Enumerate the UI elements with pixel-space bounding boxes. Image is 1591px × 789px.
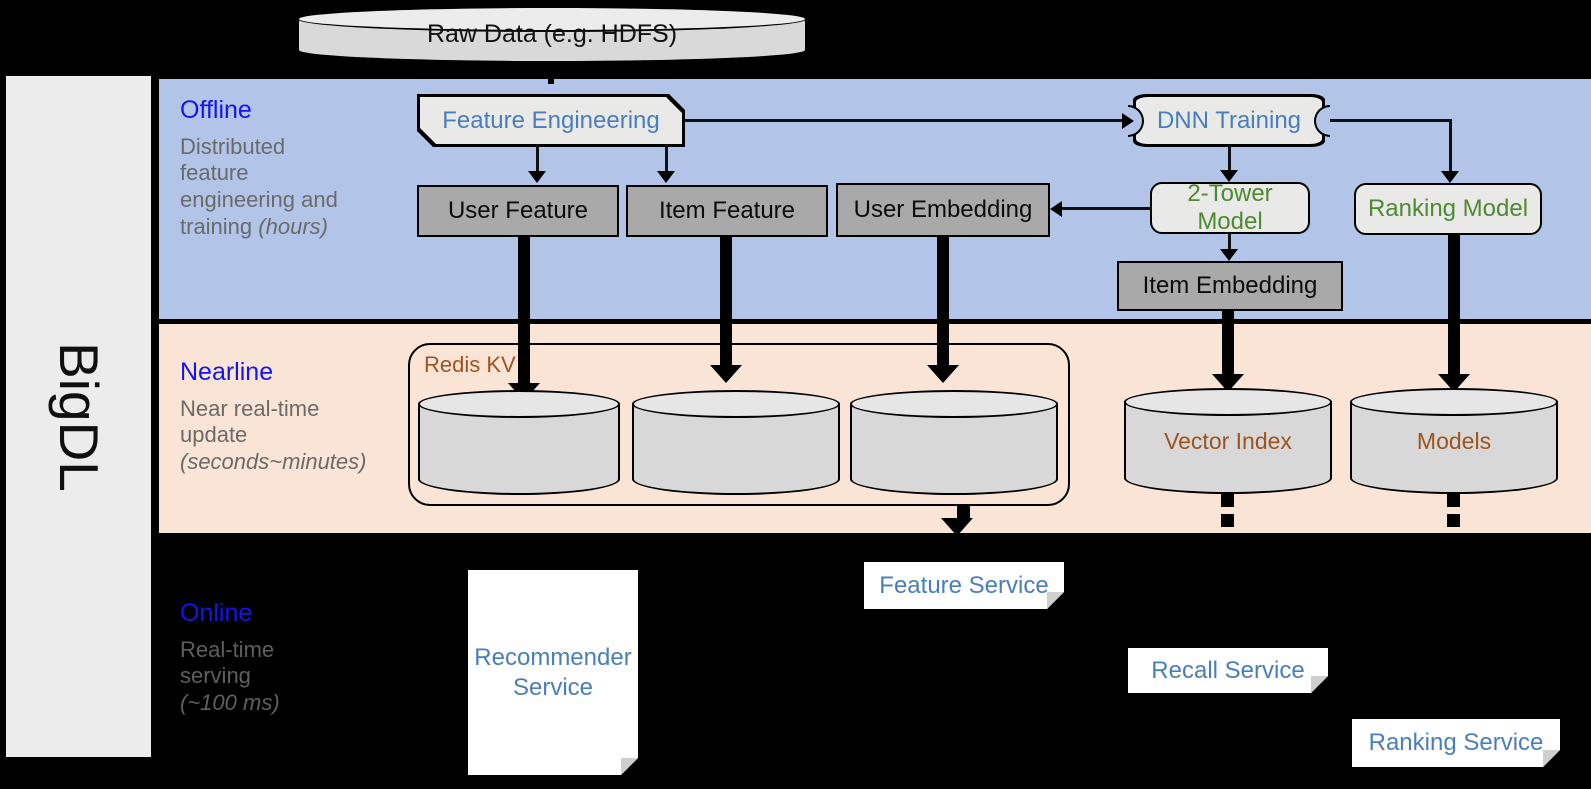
online-caption: Online Real-time serving (~100 ms)	[180, 599, 280, 717]
pipe-userembedding-to-store	[937, 237, 949, 369]
cylinder-body	[1124, 401, 1332, 494]
cylinder-body	[1350, 401, 1558, 494]
edge-dnn-to-ranking-h	[1330, 119, 1452, 122]
nearline-subtitle: Near real-time update (seconds~minutes)	[180, 396, 366, 476]
nearline-sub-italic: (seconds~minutes)	[180, 449, 367, 475]
edge-dnn-to-twotower	[1228, 146, 1231, 172]
user-embedding-node[interactable]: User Embedding	[836, 183, 1050, 237]
offline-sub-l3: engineering and	[180, 187, 338, 213]
pipe-userfeature-to-store	[518, 237, 530, 387]
bigdl-framework-rail: BigDL	[6, 76, 151, 757]
pipe-itemembedding-to-vectorindex	[1222, 311, 1234, 378]
redis-kv-label: Redis KV	[424, 352, 516, 377]
online-title: Online	[180, 599, 253, 627]
connector-dot-models-b	[1447, 514, 1460, 527]
user-embedding-store-label	[850, 390, 1058, 495]
edge-fe-to-itemfeature	[665, 144, 668, 173]
recall-service-node[interactable]: Recall Service	[1128, 648, 1328, 693]
raw-data-store[interactable]: Raw Data (e.g. HDFS)	[297, 6, 807, 63]
cylinder-top	[418, 390, 620, 418]
user-feature-node[interactable]: User Feature	[417, 185, 619, 237]
online-sub-italic: (~100 ms)	[180, 690, 280, 716]
two-tower-model-node[interactable]: 2-Tower Model	[1150, 180, 1310, 235]
item-feature-store-label	[632, 390, 840, 495]
pipe-itemfeature-to-store	[720, 237, 732, 369]
bigdl-label: BigDL	[47, 341, 110, 492]
vector-index-store[interactable]: Vector Index	[1124, 388, 1332, 494]
edge-fe-to-userfeature	[536, 144, 539, 173]
item-feature-store[interactable]	[632, 390, 840, 495]
offline-sub-l2: feature	[180, 160, 249, 186]
item-embedding-node[interactable]: Item Embedding	[1117, 261, 1343, 311]
connector-dot-redis-out	[957, 506, 970, 519]
offline-caption: Offline Distributed feature engineering …	[180, 96, 338, 241]
edge-dnn-to-ranking-v	[1449, 119, 1452, 173]
feature-engineering-node[interactable]: Feature Engineering	[420, 97, 682, 144]
arrowhead-dnn-to-ranking	[1441, 171, 1459, 183]
arrowhead-rawdata-to-fe	[535, 62, 567, 80]
connector-dot-models-a	[1447, 494, 1460, 507]
arrowhead-pipe-itemfeature	[710, 365, 742, 383]
cylinder-body	[850, 403, 1058, 495]
nearline-sub-l2: update	[180, 422, 248, 448]
models-store-label: Models	[1416, 427, 1492, 454]
vector-index-label: Vector Index	[1164, 427, 1292, 454]
arrowhead-fe-to-dnn	[1122, 113, 1134, 129]
raw-data-label: Raw Data (e.g. HDFS)	[426, 20, 678, 48]
feature-service-node[interactable]: Feature Service	[864, 562, 1064, 609]
connector-dot-vectorindex-b	[1221, 514, 1234, 527]
recommender-service-node[interactable]: Recommender Service	[468, 570, 638, 775]
nearline-sub-l1: Near real-time	[180, 395, 320, 421]
cylinder-top	[297, 6, 807, 32]
ranking-service-node[interactable]: Ranking Service	[1352, 719, 1560, 767]
dnn-training-node[interactable]: DNN Training	[1136, 97, 1322, 144]
cylinder-body	[632, 403, 840, 495]
connector-dot-vectorindex-a	[1221, 494, 1234, 507]
edge-twotower-to-userembedding	[1062, 207, 1152, 210]
offline-sub-italic: (hours)	[258, 213, 328, 239]
arrowhead-fe-to-itemfeature	[657, 171, 675, 183]
online-sub-l2: serving	[180, 663, 251, 689]
ranking-model-node[interactable]: Ranking Model	[1354, 183, 1542, 235]
arrowhead-pipe-userembedding	[927, 365, 959, 383]
cylinder-top	[632, 390, 840, 418]
user-feature-store-label	[418, 390, 620, 495]
user-feature-store[interactable]	[418, 390, 620, 495]
nearline-caption: Nearline Near real-time update (seconds~…	[180, 358, 366, 476]
online-subtitle: Real-time serving (~100 ms)	[180, 637, 280, 717]
edge-twotower-to-itemembedding	[1228, 234, 1231, 251]
nearline-title: Nearline	[180, 358, 274, 386]
edge-fe-to-dnn	[684, 119, 1124, 122]
arrowhead-fe-to-userfeature	[528, 171, 546, 183]
arrowhead-dnn-to-twotower	[1220, 170, 1238, 182]
online-sub-l1: Real-time	[180, 636, 275, 662]
cylinder-top	[1124, 388, 1332, 416]
offline-title: Offline	[180, 96, 252, 124]
arrowhead-redis-to-featureservice	[941, 518, 973, 536]
pipe-rankingmodel-to-models	[1448, 235, 1460, 378]
models-store[interactable]: Models	[1350, 388, 1558, 494]
offline-subtitle: Distributed feature engineering and trai…	[180, 134, 338, 241]
offline-sub-l4: training	[180, 213, 259, 239]
arrowhead-twotower-to-userembedding	[1050, 201, 1062, 217]
redis-kv-group	[408, 343, 1070, 506]
offline-sub-l1: Distributed	[180, 133, 286, 159]
cylinder-top	[1350, 388, 1558, 416]
arrowhead-twotower-to-itemembedding	[1220, 249, 1238, 261]
item-feature-node[interactable]: Item Feature	[626, 185, 828, 237]
cylinder-top	[850, 390, 1058, 418]
cylinder-body	[418, 403, 620, 495]
user-embedding-store[interactable]	[850, 390, 1058, 495]
